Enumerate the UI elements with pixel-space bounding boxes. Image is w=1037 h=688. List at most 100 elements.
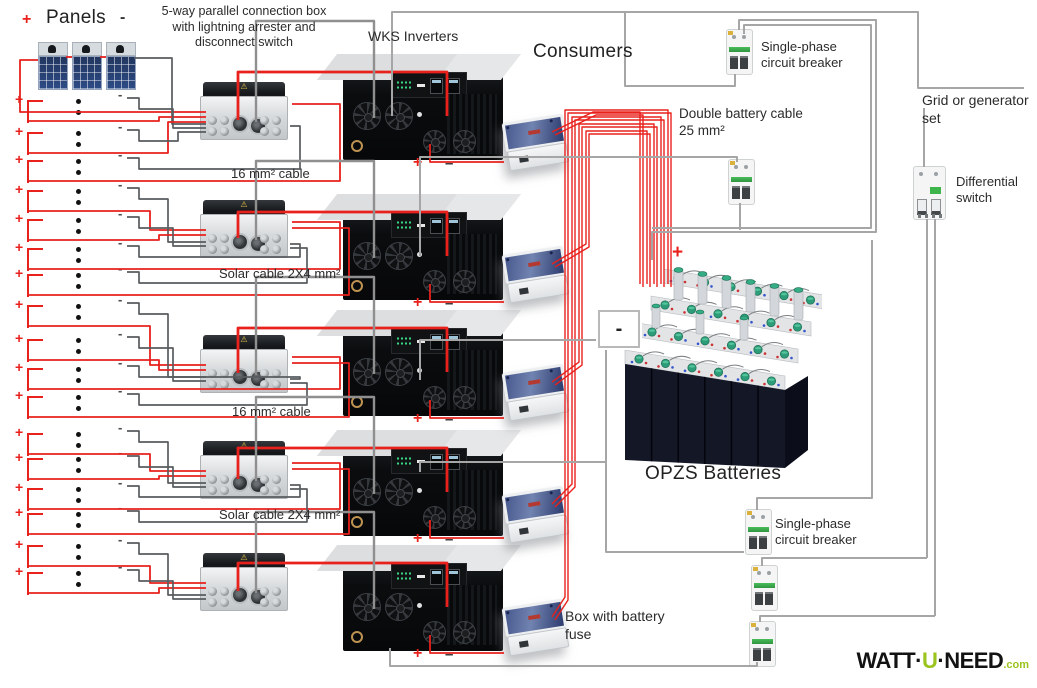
led-icon [417, 488, 422, 493]
fan-icon [453, 506, 476, 529]
battery-graphic-part [766, 318, 776, 328]
junction-icon [116, 45, 124, 53]
panel-string-row: + - [15, 532, 145, 569]
battery-graphic-part [807, 297, 814, 300]
fuse-slot [528, 129, 541, 136]
panel-cells [106, 56, 136, 90]
battery-graphic-part [789, 298, 793, 301]
battery-graphic-part [702, 338, 708, 341]
battery-graphic-part [713, 367, 724, 377]
parallel-connection-box: ⚠ [200, 82, 288, 140]
fan-icon [385, 593, 413, 621]
led-icon [417, 368, 422, 373]
parallel-connection-box: ⚠ [200, 200, 288, 258]
battery-graphic-part [686, 304, 697, 314]
battery-graphic-part [673, 267, 684, 273]
ethernet-port-icon [447, 454, 460, 470]
terminal [272, 380, 281, 389]
terminal [272, 234, 281, 243]
battery-graphic-part [715, 369, 722, 372]
battery-graphic-part [649, 329, 655, 332]
string-wire-bracket [27, 513, 43, 536]
battery-graphic-part [754, 288, 761, 291]
junction-icon [48, 45, 56, 53]
battery-graphic-part [660, 300, 670, 310]
solar-cable-label-1: Solar cable 2X4 mm² [219, 266, 341, 281]
terminal-pins-icon [396, 220, 411, 231]
cable-slot [518, 527, 529, 535]
screw-icon [757, 571, 761, 575]
string-wire-bracket [27, 433, 43, 456]
battery-graphic-part [768, 378, 775, 381]
fuse-slot [528, 614, 541, 621]
string-wire-bracket [27, 190, 43, 213]
panel-junction-box [38, 42, 68, 56]
battery-graphic-part [630, 360, 634, 364]
warning-triangle-icon: ⚠ [240, 200, 248, 209]
inverter-minus-label: – [445, 531, 454, 548]
switch-toggle [931, 199, 941, 215]
string-minus-label: - [118, 500, 123, 515]
screw-icon [761, 515, 765, 519]
panel-string-row: + - [15, 177, 145, 214]
battery-graphic-part [739, 317, 749, 341]
cable-slot [518, 640, 529, 648]
string-plus-label: + [15, 151, 24, 167]
battery-fuse-box [501, 363, 570, 422]
battery-graphic-part [683, 311, 686, 314]
battery-graphic-part [745, 279, 756, 285]
terminal [208, 234, 217, 243]
cable-gland [231, 233, 249, 251]
battery-graphic-part [662, 360, 669, 364]
terminal [220, 127, 229, 136]
differential-switch-label: Differential switch [956, 174, 1018, 206]
string-plus-label: + [15, 330, 24, 346]
ellipsis-dots-icon [76, 338, 81, 343]
logo-u: U [921, 648, 938, 673]
fan-icon [453, 130, 476, 153]
battery-graphic-part [763, 293, 766, 297]
terminal-pin [925, 214, 928, 218]
battery-graphic-part [647, 327, 657, 337]
string-plus-label: + [15, 265, 24, 281]
battery-graphic-part [781, 351, 788, 354]
cable-gland [231, 368, 249, 386]
battery-graphic-part [750, 379, 754, 382]
screw-icon [765, 627, 769, 631]
single-phase-circuit-breaker [729, 160, 754, 204]
breaker-toggle [730, 56, 738, 69]
inverter-plus-label: + [413, 645, 423, 662]
ellipsis-dots-icon [76, 367, 81, 372]
battery-graphic-part [750, 320, 753, 324]
solar-panel [106, 42, 136, 90]
single-phase-circuit-breaker [746, 510, 771, 554]
single-phase-breaker-bottom-label: Single-phase circuit breaker [775, 516, 857, 548]
ellipsis-dots-icon [76, 395, 81, 400]
cable-gland [231, 474, 249, 492]
terminal [260, 127, 269, 136]
fan-icon [423, 130, 446, 153]
warning-triangle-icon: ⚠ [240, 335, 248, 344]
terminal [220, 486, 229, 495]
battery-graphic-part [636, 356, 642, 359]
ellipsis-dots-icon [76, 304, 81, 309]
led-icon [417, 603, 422, 608]
wire [759, 615, 935, 622]
ellipsis-dots-icon [76, 457, 81, 462]
battery-graphic-part [793, 289, 804, 321]
string-minus-label: - [118, 475, 123, 490]
battery-graphic-part [673, 331, 684, 341]
fan-icon [453, 386, 476, 409]
screw-icon [919, 172, 923, 176]
warning-triangle-icon: ⚠ [240, 82, 248, 91]
ellipsis-dots-icon [76, 432, 81, 437]
fan-icon [385, 242, 413, 270]
wks-inverters-label: WKS Inverters [368, 28, 459, 44]
breaker-toggle [732, 186, 740, 199]
battery-graphic-part [721, 275, 732, 281]
string-plus-label: + [15, 91, 24, 107]
battery-graphic-part [762, 324, 766, 327]
cable-gland [231, 115, 249, 133]
battery-graphic-part [745, 281, 756, 313]
battery-graphic-part [709, 315, 713, 319]
